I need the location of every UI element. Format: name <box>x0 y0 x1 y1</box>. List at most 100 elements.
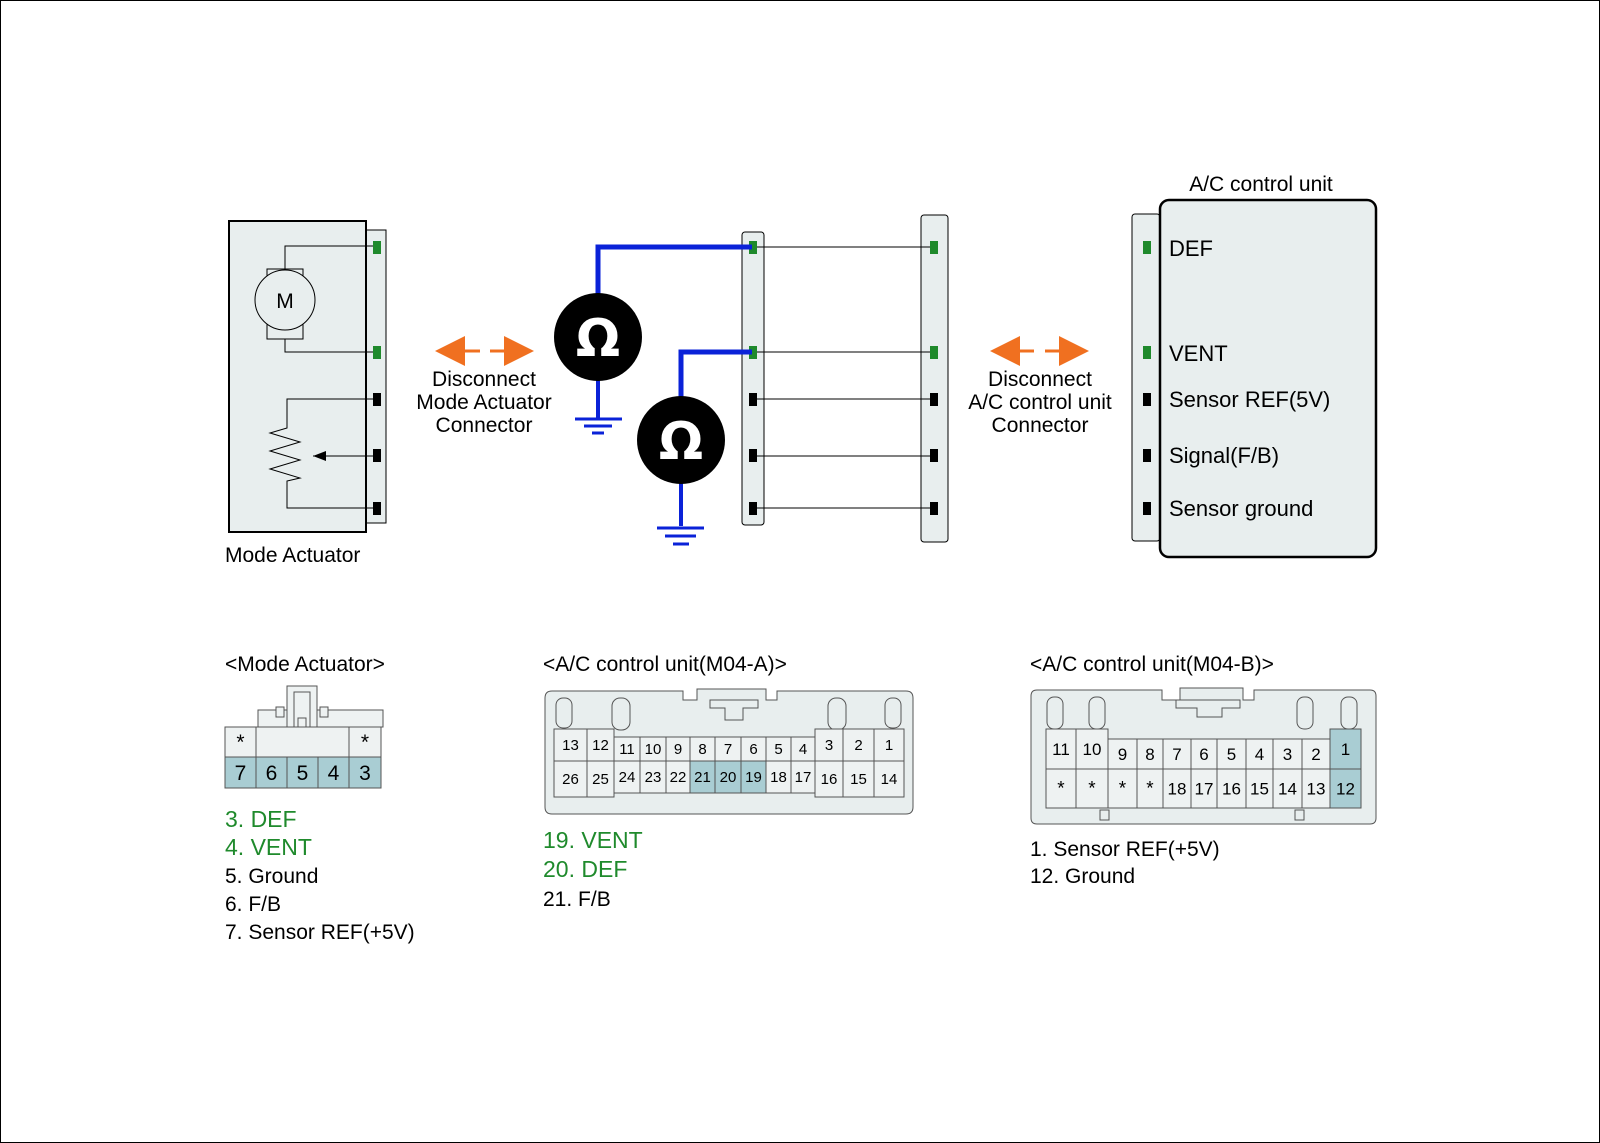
connector-cell <box>1190 768 1218 809</box>
connector-title: <A/C control unit(M04-B)> <box>1030 653 1274 676</box>
ohm-meter-icon <box>637 396 725 484</box>
connector-cell <box>348 756 382 789</box>
pin-black <box>1143 502 1151 515</box>
pin-number: 14 <box>1278 780 1297 799</box>
connector-cell <box>1190 738 1218 770</box>
connector-cell <box>842 760 875 798</box>
connector-housing <box>255 726 350 758</box>
disconnect-left-line2: Mode Actuator <box>416 391 551 414</box>
mode-actuator: M Mode Actuator <box>225 220 387 567</box>
pin-black <box>930 449 938 462</box>
pin-black <box>749 502 757 515</box>
pin-def <box>1143 241 1151 254</box>
pin-number: 7 <box>1172 745 1181 764</box>
connector-cell <box>740 736 767 762</box>
pin-number: 17 <box>1195 780 1214 799</box>
pin-number: 4 <box>799 741 807 758</box>
connector-cell <box>790 760 816 794</box>
latch-icon <box>1296 696 1314 730</box>
connector-cell <box>639 760 667 794</box>
pin-def <box>930 241 938 254</box>
pin-number: 10 <box>645 741 662 758</box>
pin-vent <box>1143 346 1151 359</box>
harness <box>741 214 949 543</box>
terminal-sensor-ref: Sensor REF(5V) <box>1169 387 1330 412</box>
disconnect-left: Disconnect Mode Actuator Connector <box>416 336 552 437</box>
ground-icon <box>575 417 622 435</box>
ac-control-unit: A/C control unit DEF VENT Sensor REF(5V)… <box>1131 173 1378 559</box>
pin-number: 8 <box>1145 745 1154 764</box>
disconnect-right-line1: Disconnect <box>988 368 1092 391</box>
pin-number: 22 <box>670 769 687 786</box>
ohmmeter-2: Ω <box>637 349 752 546</box>
terminal-def: DEF <box>1169 236 1213 261</box>
pin-number: 19 <box>745 769 762 786</box>
legend-item: 12. Ground <box>1030 865 1135 888</box>
pin-number: 11 <box>619 741 635 758</box>
connector-cell <box>1245 738 1274 770</box>
pin-number: 12 <box>1336 780 1355 799</box>
connector-cell <box>1075 768 1109 809</box>
pin-number: 9 <box>1118 745 1127 764</box>
pin-number: 1 <box>885 737 893 754</box>
disconnect-right-line3: Connector <box>992 414 1089 437</box>
harness-connector-left <box>741 231 765 526</box>
pin-number: 9 <box>674 741 682 758</box>
pin-number: 12 <box>592 737 609 754</box>
connector-cell <box>790 736 816 762</box>
pin-number: 13 <box>562 737 579 754</box>
connector-cell <box>613 760 641 794</box>
pin-number: 26 <box>562 771 579 788</box>
connector-cell <box>1272 768 1303 809</box>
pin-black <box>930 393 938 406</box>
pin-number: 11 <box>1052 740 1070 759</box>
connector-cell <box>286 756 319 789</box>
connector-cell <box>639 736 667 762</box>
pin-number: 13 <box>1307 780 1326 799</box>
pin-number: 24 <box>619 769 636 786</box>
ac-unit-body <box>1158 198 1378 559</box>
pin-black <box>930 502 938 515</box>
ohm-symbol: Ω <box>659 412 703 472</box>
legend-item: 3. DEF <box>225 806 297 832</box>
connector-cell <box>553 760 588 798</box>
ground-icon <box>657 526 704 546</box>
pin-number: 23 <box>645 769 662 786</box>
connector-cell <box>613 736 641 762</box>
latch-icon <box>611 697 631 731</box>
pin-number: * <box>1088 779 1096 800</box>
connector-title: <Mode Actuator> <box>225 653 385 676</box>
pin-number: 16 <box>1222 780 1241 799</box>
pin-number: * <box>361 731 369 754</box>
pin-number: 3 <box>1283 745 1292 764</box>
connector-title: <A/C control unit(M04-A)> <box>543 653 787 676</box>
harness-connector-right <box>920 214 949 543</box>
pin-number: * <box>236 731 244 754</box>
motor-icon: M <box>254 268 316 340</box>
pin-number: 18 <box>770 769 787 786</box>
connector-cell <box>1216 768 1247 809</box>
pin-number: 7 <box>235 762 247 785</box>
pin-black <box>1143 449 1151 462</box>
mode-actuator-label: Mode Actuator <box>225 544 360 567</box>
connector-cell <box>873 760 905 798</box>
ohmmeter-1: Ω <box>554 244 752 435</box>
pin-number: 5 <box>1227 745 1236 764</box>
pin-number: 18 <box>1168 780 1187 799</box>
pin-number: 2 <box>854 737 862 754</box>
pin-number: 7 <box>724 741 732 758</box>
disconnect-right-line2: A/C control unit <box>968 391 1112 414</box>
terminal-signal-fb: Signal(F/B) <box>1169 443 1279 468</box>
legend-item: 6. F/B <box>225 893 281 916</box>
pin-number: 17 <box>795 769 812 786</box>
pin-number: 15 <box>850 771 867 788</box>
legend-item: 21. F/B <box>543 888 611 911</box>
connector-cell <box>665 760 691 794</box>
pin-number: 10 <box>1083 740 1102 759</box>
pin-number: 20 <box>720 769 737 786</box>
ac-unit-title: A/C control unit <box>1189 173 1333 196</box>
connector-cell <box>586 760 615 798</box>
